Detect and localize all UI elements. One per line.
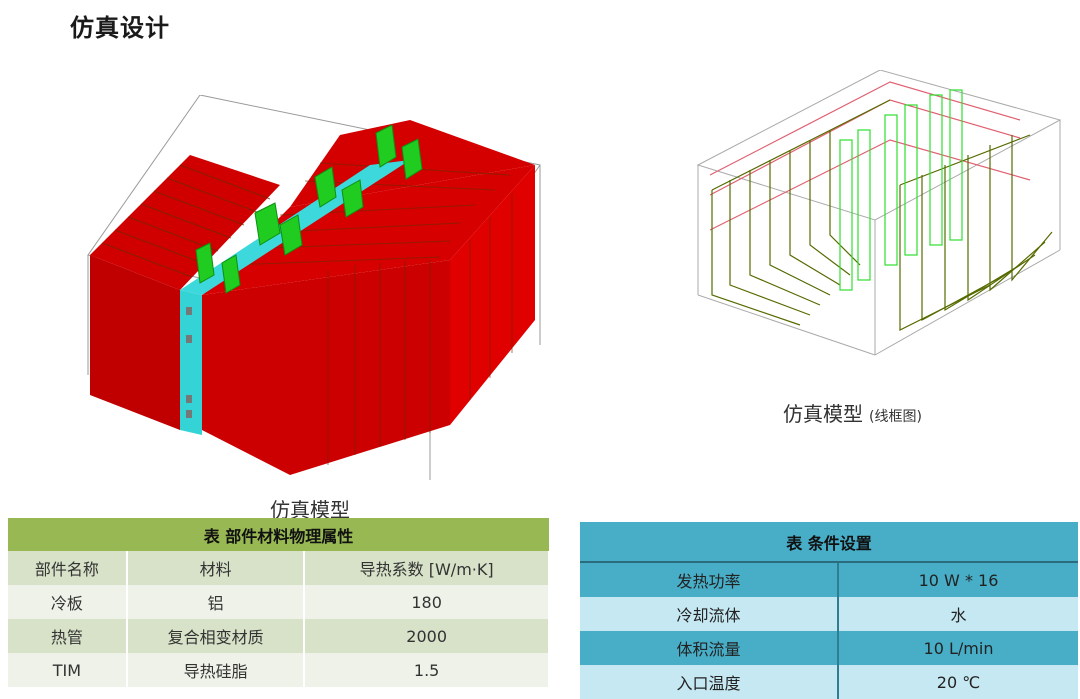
wireframe-plates [709, 81, 1053, 331]
table-row: TIM 导热硅脂 1.5 [8, 653, 550, 687]
solid-model-figure [87, 95, 541, 480]
material-table-title: 表 部件材料物理属性 [8, 518, 549, 551]
condition-table-title: 表 条件设置 [580, 522, 1078, 563]
heat-pipes [195, 124, 423, 294]
page-title: 仿真设计 [70, 14, 170, 42]
table-cell: 热管 [8, 619, 128, 653]
table-cell: 180 [304, 585, 550, 619]
table-row: 冷却流体 水 [580, 597, 1078, 631]
wireframe-caption-note: (线框图) [869, 409, 922, 425]
table-cell: 冷却流体 [580, 597, 839, 631]
table-cell: 10 W * 16 [838, 562, 1078, 597]
table-header-cell: 导热系数 [W/m·K] [304, 551, 550, 585]
table-header-row: 部件名称 材料 导热系数 [W/m·K] [8, 551, 550, 585]
table-cell: 2000 [304, 619, 550, 653]
table-cell: 冷板 [8, 585, 128, 619]
wireframe-model-figure [696, 70, 1062, 356]
wireframe-model-caption: 仿真模型 (线框图) [783, 398, 922, 427]
left-cold-plates [90, 155, 280, 430]
table-cell: 20 ℃ [838, 665, 1078, 699]
table-cell: 1.5 [304, 653, 550, 687]
table-cell: TIM [8, 653, 128, 687]
condition-settings-table: 表 条件设置 发热功率 10 W * 16 冷却流体 水 体积流量 10 L/m… [580, 522, 1078, 699]
table-row: 体积流量 10 L/min [580, 631, 1078, 665]
table-cell: 10 L/min [838, 631, 1078, 665]
table-header-cell: 材料 [126, 551, 306, 585]
table-cell: 导热硅脂 [126, 653, 306, 687]
table-cell: 入口温度 [580, 665, 839, 699]
material-properties-table: 表 部件材料物理属性 部件名称 材料 导热系数 [W/m·K] 冷板 铝 180… [8, 518, 550, 687]
table-cell: 铝 [126, 585, 306, 619]
table-cell: 体积流量 [580, 631, 839, 665]
table-row: 入口温度 20 ℃ [580, 665, 1078, 699]
table-header-cell: 部件名称 [8, 551, 128, 585]
table-cell: 发热功率 [580, 562, 839, 597]
wireframe-bounding-box [696, 70, 1062, 356]
wireframe-caption-main: 仿真模型 [783, 402, 863, 426]
table-row: 热管 复合相变材质 2000 [8, 619, 550, 653]
table-row: 冷板 铝 180 [8, 585, 550, 619]
table-cell: 复合相变材质 [126, 619, 306, 653]
table-cell: 水 [838, 597, 1078, 631]
table-row: 发热功率 10 W * 16 [580, 562, 1078, 597]
